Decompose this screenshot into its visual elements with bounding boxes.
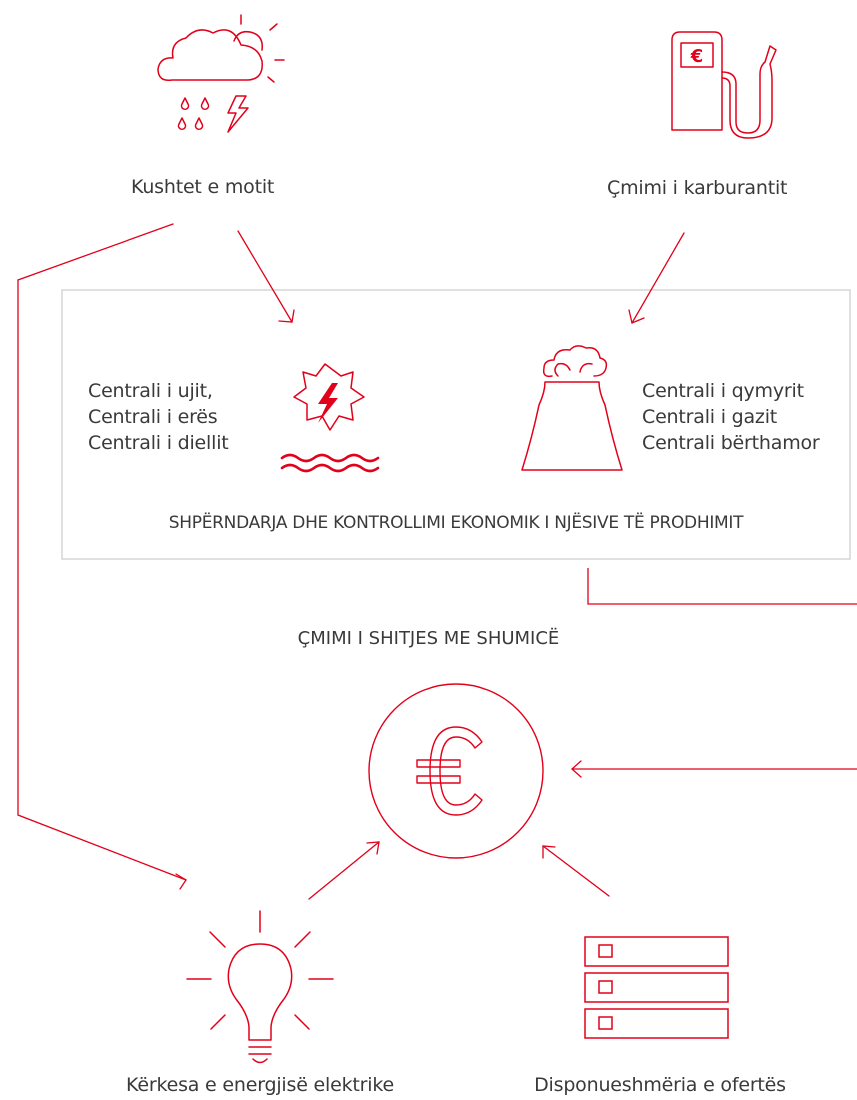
arrow-weather-to-renewables bbox=[237, 230, 295, 323]
renewables-item-hydro: Centrali i ujit, bbox=[88, 380, 213, 402]
arrow-fuel-to-conventional bbox=[628, 232, 685, 324]
arrow-weather-to-demand bbox=[17, 223, 187, 890]
fuel-pump-icon bbox=[671, 31, 777, 139]
weather-label: Kushtet e motit bbox=[131, 176, 275, 198]
conventional-item-gas: Centrali i gazit bbox=[642, 406, 778, 428]
euro-coin-icon bbox=[416, 726, 483, 816]
production-box bbox=[61, 289, 851, 560]
water-waves-icon bbox=[280, 453, 380, 473]
arrow-demand-to-price bbox=[308, 841, 380, 900]
wholesale-price-title: ÇMIMI I SHITJES ME SHUMICË bbox=[297, 628, 560, 649]
fuel-euro-symbol: € bbox=[690, 46, 704, 67]
fuel-price-label: Çmimi i karburantit bbox=[607, 177, 788, 199]
cooling-tower-icon bbox=[521, 345, 623, 471]
conventional-item-nuclear: Centrali bërthamor bbox=[642, 432, 820, 454]
production-box-title: SHPËRNDARJA DHE KONTROLLIMI EKONOMIK I N… bbox=[168, 513, 744, 533]
hydro-wind-icon bbox=[293, 363, 365, 431]
supply-label: Disponueshmëria e ofertës bbox=[534, 1074, 786, 1096]
demand-label: Kërkesa e energjisë elektrike bbox=[126, 1074, 394, 1096]
arrow-right-to-price bbox=[571, 760, 857, 778]
price-circle bbox=[368, 683, 544, 859]
connector-box-to-right bbox=[587, 568, 857, 605]
renewables-item-wind: Centrali i erës bbox=[88, 406, 218, 428]
conventional-list: Centrali i qymyrit Centrali i gazit Cent… bbox=[642, 378, 820, 456]
renewables-item-solar: Centrali i diellit bbox=[88, 432, 229, 454]
weather-icon bbox=[157, 14, 285, 133]
light-bulb-icon bbox=[186, 910, 334, 1064]
renewables-list: Centrali i ujit, Centrali i erës Central… bbox=[88, 378, 229, 456]
lightning-bolt-icon bbox=[318, 383, 338, 423]
server-stack-icon bbox=[584, 936, 729, 1039]
conventional-item-coal: Centrali i qymyrit bbox=[642, 380, 804, 402]
arrow-supply-to-price bbox=[542, 845, 610, 897]
